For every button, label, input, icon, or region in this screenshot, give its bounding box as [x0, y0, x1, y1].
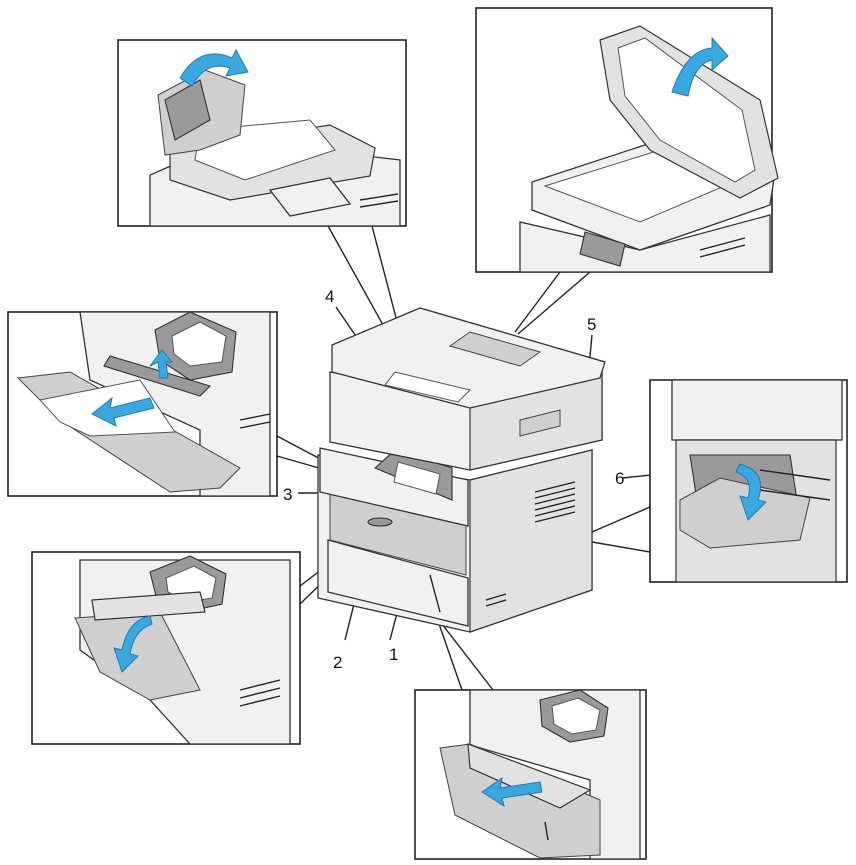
callout-1: 1 [389, 645, 398, 664]
panel-bypass-jam [7, 311, 278, 497]
panel-bypass-tray [31, 551, 301, 745]
callout-6: 6 [615, 469, 624, 488]
panel-scanner-lid [475, 7, 779, 273]
printer-main [317, 307, 606, 633]
callout-4: 4 [325, 287, 334, 306]
panel-rear-door [649, 379, 848, 583]
panel-main-tray [414, 689, 647, 860]
callout-3: 3 [283, 485, 292, 504]
side-vents [485, 481, 576, 607]
panel-adf-cover [117, 39, 407, 227]
callout-5: 5 [587, 315, 596, 334]
callout-2: 2 [333, 653, 342, 672]
